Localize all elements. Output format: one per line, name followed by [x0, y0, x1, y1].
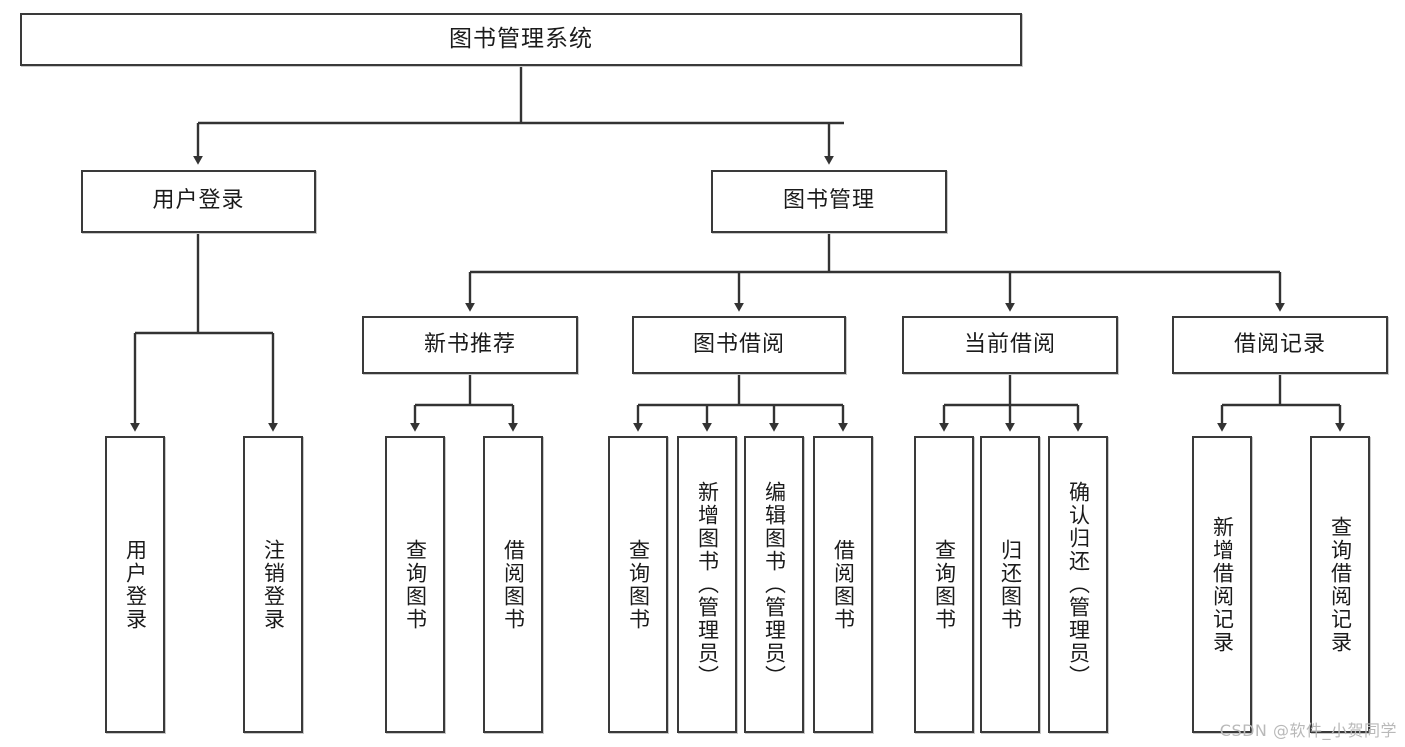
leaf-label: 查询借阅记录 [1328, 515, 1353, 654]
leaf-book-borrow-add[interactable]: 新增图书（管理员） [677, 436, 737, 733]
leaf-current-borrow-confirm[interactable]: 确认归还（管理员） [1048, 436, 1108, 733]
leaf-new-book-query[interactable]: 查询图书 [385, 436, 445, 733]
leaf-label: 用户登录 [123, 538, 148, 631]
leaf-label: 归还图书 [998, 538, 1023, 631]
leaf-label: 借阅图书 [501, 538, 526, 631]
leaf-user-login-login[interactable]: 用户登录 [105, 436, 165, 733]
node-book-management[interactable]: 图书管理 [711, 170, 947, 233]
leaf-label: 注销登录 [261, 538, 286, 631]
leaf-current-borrow-query[interactable]: 查询图书 [914, 436, 974, 733]
leaf-borrow-record-query[interactable]: 查询借阅记录 [1310, 436, 1370, 733]
node-current-borrow[interactable]: 当前借阅 [902, 316, 1118, 374]
node-root[interactable]: 图书管理系统 [20, 13, 1022, 66]
node-book-borrow[interactable]: 图书借阅 [632, 316, 846, 374]
leaf-label: 查询图书 [403, 538, 428, 631]
leaf-label: 确认归还（管理员） [1066, 481, 1091, 688]
leaf-label: 新增借阅记录 [1210, 515, 1235, 654]
leaf-current-borrow-return[interactable]: 归还图书 [980, 436, 1040, 733]
leaf-label: 新增图书（管理员） [695, 481, 720, 688]
leaf-borrow-record-add[interactable]: 新增借阅记录 [1192, 436, 1252, 733]
leaf-new-book-borrow[interactable]: 借阅图书 [483, 436, 543, 733]
node-borrow-record[interactable]: 借阅记录 [1172, 316, 1388, 374]
leaf-book-borrow-edit[interactable]: 编辑图书（管理员） [744, 436, 804, 733]
watermark: CSDN @软件_小贺同学 [1219, 721, 1397, 740]
leaf-label: 查询图书 [932, 538, 957, 631]
leaf-label: 查询图书 [626, 538, 651, 631]
leaf-label: 借阅图书 [831, 538, 856, 631]
node-new-book-recommend[interactable]: 新书推荐 [362, 316, 578, 374]
leaf-book-borrow-borrow[interactable]: 借阅图书 [813, 436, 873, 733]
leaf-label: 编辑图书（管理员） [762, 481, 787, 688]
leaf-user-login-logout[interactable]: 注销登录 [243, 436, 303, 733]
leaf-book-borrow-query[interactable]: 查询图书 [608, 436, 668, 733]
node-user-login[interactable]: 用户登录 [81, 170, 316, 233]
